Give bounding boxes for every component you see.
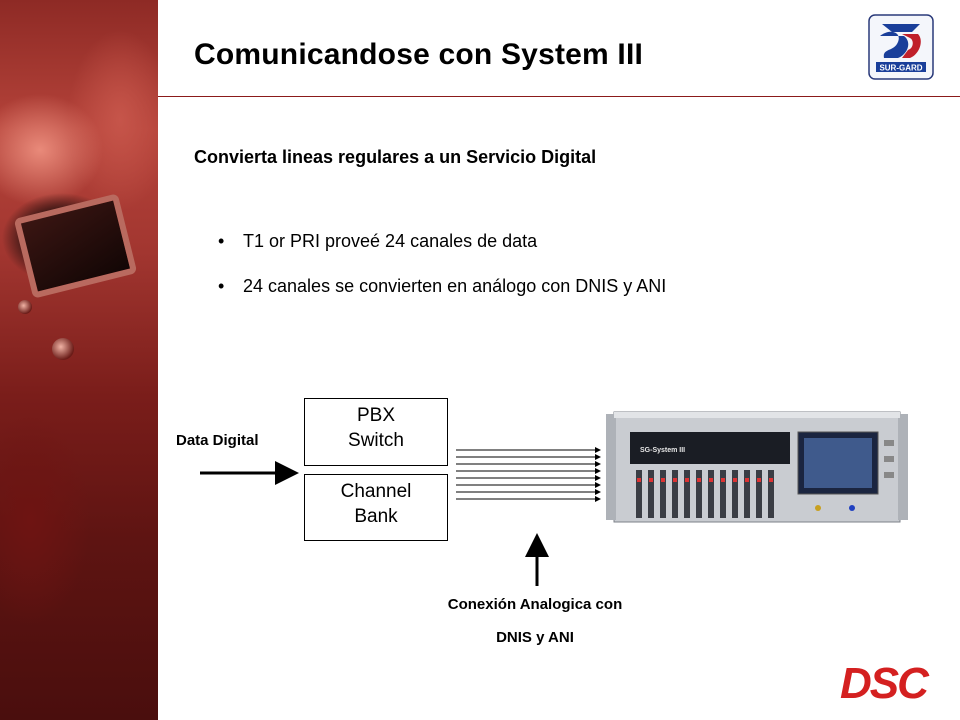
sur-gard-logo: SUR-GARD [868,14,934,80]
sg-system-iii-device: SG-System III [606,411,908,523]
title-divider [158,96,960,97]
slide-title: Comunicandose con System III [194,38,644,71]
pbx-switch-box: PBX Switch [304,398,448,466]
pbx-label: PBX [356,405,396,426]
channel-bank-box: Channel Bank [304,474,448,541]
bullet-list: T1 or PRI proveé 24 canales de data 24 c… [218,231,666,321]
conexion-label-line1: Conexión Analogica con [447,596,623,613]
device-label: SG-System III [640,447,685,454]
dsc-logo: DSC [840,659,950,709]
bank-label: Bank [354,506,398,527]
bullet-item: 24 canales se convierten en análogo con … [218,276,666,321]
analog-lines [456,447,601,502]
data-digital-label: Data Digital [176,432,259,449]
sur-gard-logo-text: SUR-GARD [879,64,922,73]
bullet-item: T1 or PRI proveé 24 canales de data [218,231,666,276]
side-photo-panel [0,0,158,720]
switch-label: Switch [348,430,404,451]
dsc-logo-text: DSC [840,660,930,704]
slide-subtitle: Convierta lineas regulares a un Servicio… [194,147,597,167]
component-graphic [52,338,74,360]
channel-label: Channel [340,481,412,502]
component-graphic [18,300,32,314]
conexion-label-line2: DNIS y ANI [496,629,574,646]
